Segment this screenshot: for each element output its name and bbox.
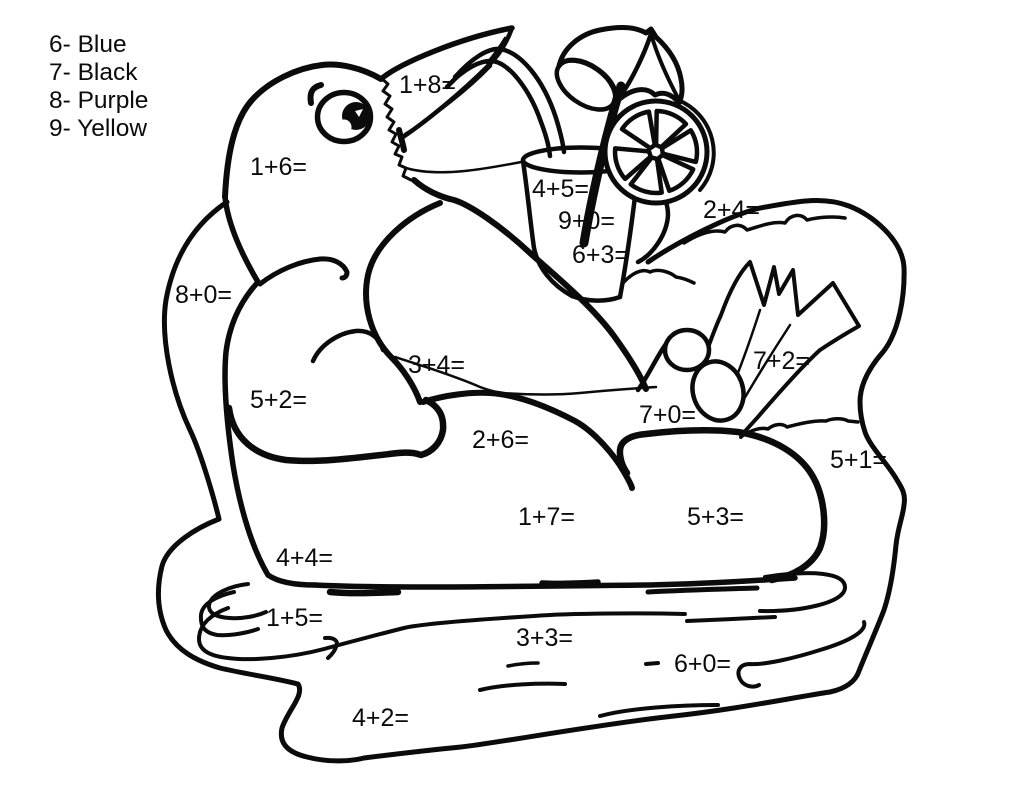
svg-text:9- Yellow: 9- Yellow (49, 115, 147, 142)
svg-text:8+0=: 8+0= (175, 281, 232, 309)
svg-text:5+3=: 5+3= (687, 503, 744, 531)
svg-text:4+5=: 4+5= (532, 175, 589, 203)
svg-text:4+4=: 4+4= (276, 544, 333, 572)
svg-text:7+2=: 7+2= (753, 347, 810, 375)
svg-text:6+0=: 6+0= (674, 650, 731, 678)
svg-text:6+3=: 6+3= (572, 241, 629, 269)
svg-text:5+2=: 5+2= (250, 386, 307, 414)
svg-text:1+8=: 1+8= (399, 71, 456, 99)
svg-text:1+5=: 1+5= (266, 604, 323, 632)
svg-text:5+1=: 5+1= (830, 446, 887, 474)
svg-text:3+3=: 3+3= (516, 624, 573, 652)
svg-text:3+4=: 3+4= (408, 351, 465, 379)
svg-text:7- Black: 7- Black (49, 59, 138, 86)
svg-text:4+2=: 4+2= (352, 704, 409, 732)
svg-text:1+7=: 1+7= (518, 503, 575, 531)
svg-text:8- Purple: 8- Purple (49, 87, 148, 114)
svg-text:2+6=: 2+6= (472, 426, 529, 454)
svg-text:2+4=: 2+4= (703, 196, 760, 224)
svg-text:9+0=: 9+0= (558, 207, 615, 235)
svg-text:6- Blue: 6- Blue (49, 31, 127, 58)
svg-text:7+0=: 7+0= (639, 401, 696, 429)
svg-text:1+6=: 1+6= (250, 153, 307, 181)
